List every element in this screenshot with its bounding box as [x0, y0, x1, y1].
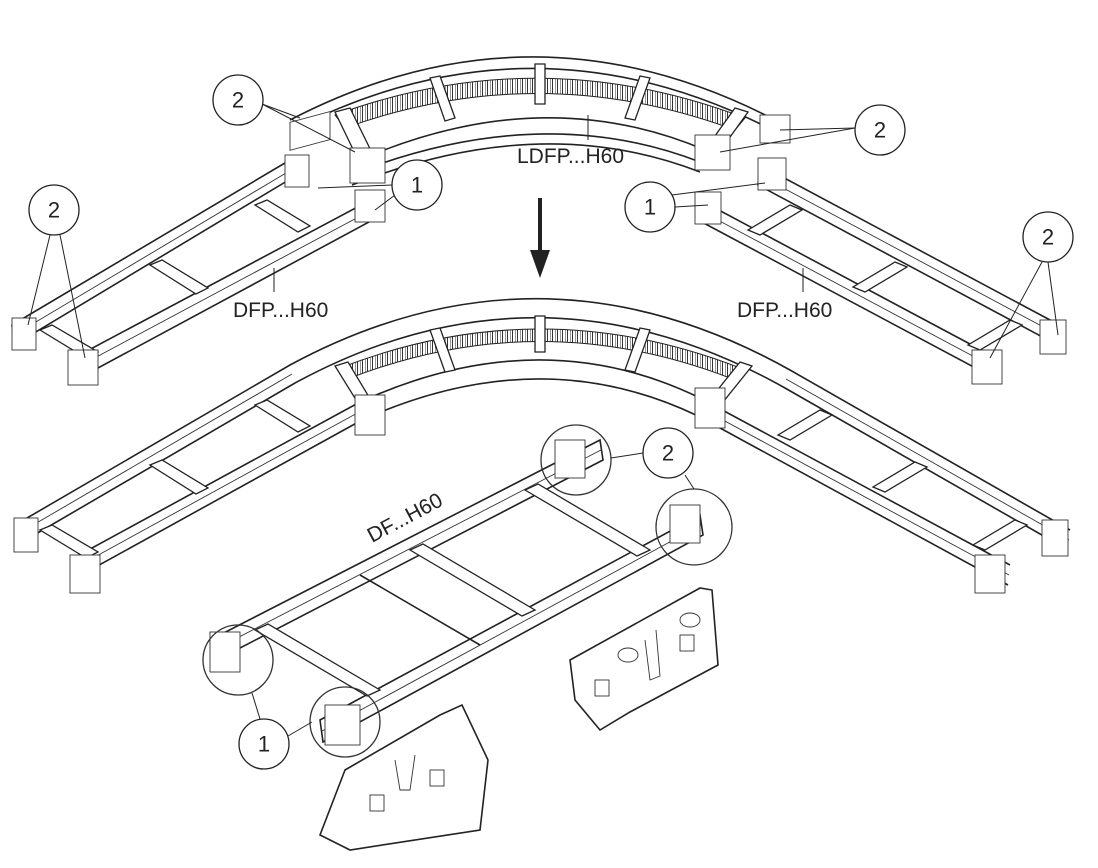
detail-straight-piece [202, 424, 733, 758]
connector-plate-detail-2 [569, 587, 719, 732]
svg-text:2: 2 [1042, 225, 1054, 250]
assembled-bend [13, 297, 1071, 594]
callout-2-left-piece: 2 [27, 184, 86, 359]
callout-1-top-center-right: 1 [624, 181, 766, 233]
label-top-bend: LDFP...H60 [517, 115, 624, 168]
svg-text:1: 1 [644, 195, 656, 220]
label-left-straight: DFP...H60 [233, 268, 328, 322]
callout-2-top-left: 2 [212, 74, 356, 153]
right-straight-piece [694, 157, 1067, 385]
down-arrow-icon [530, 198, 550, 278]
svg-text:2: 2 [874, 118, 886, 143]
svg-text:1: 1 [411, 173, 423, 198]
label-df: DF...H60 [364, 489, 447, 548]
callout-2-right-piece: 2 [989, 211, 1074, 359]
left-straight-piece [11, 154, 386, 386]
svg-text:2: 2 [232, 88, 244, 113]
label-right-straight: DFP...H60 [737, 268, 832, 322]
top-bend-piece [289, 56, 791, 186]
svg-text:1: 1 [258, 732, 270, 757]
svg-text:2: 2 [48, 198, 60, 223]
callout-2-detail: 2 [610, 427, 695, 490]
label-dfp-left: DFP...H60 [233, 299, 328, 322]
callout-1-top-center-left: 1 [317, 159, 443, 211]
callout-1-detail: 1 [238, 692, 313, 770]
label-dfp-right: DFP...H60 [737, 299, 832, 322]
label-ldfp: LDFP...H60 [517, 145, 624, 168]
connector-plate-detail-1 [318, 703, 489, 851]
callout-2-top-right: 2 [719, 104, 906, 156]
svg-text:2: 2 [662, 441, 674, 466]
